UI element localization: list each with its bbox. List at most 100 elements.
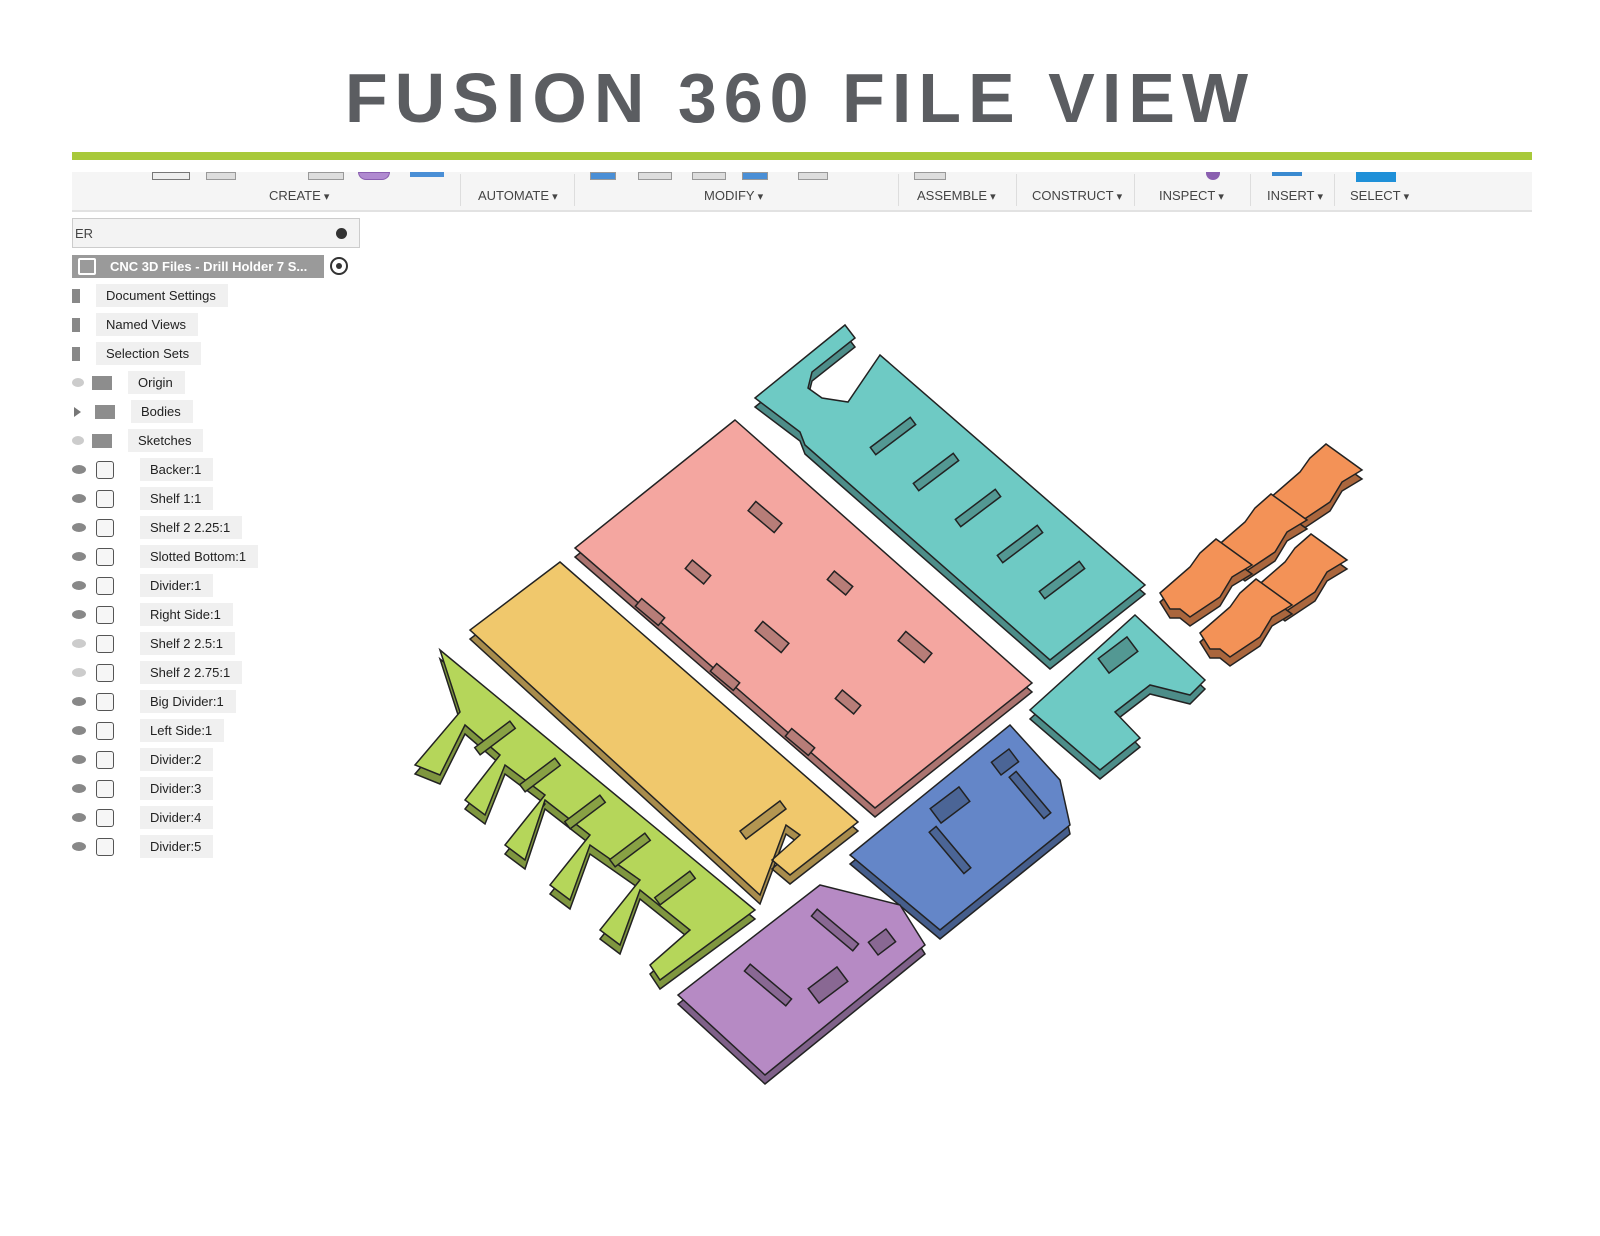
eye-icon[interactable]	[72, 697, 86, 706]
slot-cutout	[608, 832, 652, 868]
tree-item-body[interactable]: Right Side:1	[72, 600, 362, 629]
slot-cutout	[996, 524, 1044, 564]
slotted-bottom-part[interactable]	[573, 419, 1034, 818]
measure-icon[interactable]	[1206, 172, 1220, 180]
body-icon	[96, 750, 114, 769]
tree-item-label: Shelf 2 2.5:1	[140, 632, 235, 655]
combine-icon[interactable]	[798, 172, 828, 180]
toolbar-inspect[interactable]: INSPECT	[1159, 188, 1224, 203]
eye-icon[interactable]	[72, 465, 86, 474]
tree-item-label: Shelf 2 2.75:1	[140, 661, 243, 684]
toolbar-assemble[interactable]: ASSEMBLE	[917, 188, 996, 203]
pattern-icon[interactable]	[410, 172, 444, 177]
slot-cutout	[826, 570, 854, 596]
tree-item-body[interactable]: Slotted Bottom:1	[72, 542, 362, 571]
eye-icon[interactable]	[72, 610, 86, 619]
tree-item-body[interactable]: Divider:1	[72, 571, 362, 600]
divider-piece-5[interactable]	[1199, 578, 1294, 667]
tree-item-body[interactable]: Big Divider:1	[72, 687, 362, 716]
toolbar-create[interactable]: CREATE	[269, 188, 329, 203]
toolbar-construct[interactable]: CONSTRUCT	[1032, 188, 1122, 203]
tree-item-folder[interactable]: Bodies	[72, 397, 362, 426]
divider-piece-3[interactable]	[1159, 538, 1254, 627]
tree-item-body[interactable]: Backer:1	[72, 455, 362, 484]
tree-item-label: Backer:1	[140, 458, 214, 481]
slot-cutout	[1008, 770, 1052, 820]
eye-icon[interactable]	[72, 726, 86, 735]
tree-item-label: Origin	[128, 371, 185, 394]
slot-cutout	[1097, 635, 1139, 675]
extrude-icon[interactable]	[206, 172, 236, 180]
sketch-icon[interactable]	[152, 172, 190, 180]
slot-cutout	[897, 630, 933, 664]
body-icon	[96, 576, 114, 595]
tree-item-label: Sketches	[128, 429, 204, 452]
select-icon[interactable]	[1356, 172, 1396, 182]
tree-item-settings[interactable]: Document Settings	[72, 281, 362, 310]
3d-viewport[interactable]	[380, 300, 1380, 1100]
box-icon[interactable]	[308, 172, 344, 180]
eye-icon[interactable]	[72, 552, 86, 561]
slotted-bottom-part-face	[573, 419, 1034, 809]
right-side-part[interactable]	[848, 723, 1071, 940]
tree-item-settings[interactable]: Named Views	[72, 310, 362, 339]
tree-item-body[interactable]: Shelf 2 2.75:1	[72, 658, 362, 687]
tree-item-body[interactable]: Divider:2	[72, 745, 362, 774]
toolbar-insert[interactable]: INSERT	[1267, 188, 1323, 203]
collapse-icon[interactable]	[336, 228, 347, 239]
visibility-icon[interactable]	[72, 436, 84, 445]
insert-icon[interactable]	[1272, 172, 1302, 176]
tree-item-body[interactable]: Left Side:1	[72, 716, 362, 745]
eye-icon[interactable]	[72, 581, 86, 590]
tree-item-folder[interactable]: Sketches	[72, 426, 362, 455]
shell-icon[interactable]	[742, 172, 768, 180]
eye-icon[interactable]	[72, 842, 86, 851]
divider-part[interactable]	[1028, 613, 1207, 780]
browser-title: ER	[75, 226, 94, 241]
tree-item-body[interactable]: Shelf 2 2.25:1	[72, 513, 362, 542]
eye-icon[interactable]	[72, 494, 86, 503]
slot-cutout	[810, 908, 860, 952]
tree-item-body[interactable]: Shelf 2 2.5:1	[72, 629, 362, 658]
slot-cutout	[867, 927, 897, 957]
left-side-part[interactable]	[413, 647, 757, 991]
form-icon[interactable]	[358, 172, 390, 180]
toolbar-modify[interactable]: MODIFY	[704, 188, 763, 203]
slot-cutout	[754, 620, 790, 654]
press-pull-icon[interactable]	[590, 172, 616, 180]
root-component[interactable]: CNC 3D Files - Drill Holder 7 S...	[72, 254, 362, 278]
slot-cutout	[518, 757, 562, 793]
shelf-part[interactable]	[468, 561, 860, 906]
folder-icon	[92, 375, 112, 390]
tree-item-label: Slotted Bottom:1	[140, 545, 259, 568]
tree-item-body[interactable]: Shelf 1:1	[72, 484, 362, 513]
eye-icon[interactable]	[72, 523, 86, 532]
activate-radio-icon[interactable]	[330, 257, 348, 275]
folder-icon	[92, 433, 112, 448]
eye-icon[interactable]	[72, 755, 86, 764]
tree-item-body[interactable]: Divider:3	[72, 774, 362, 803]
eye-icon[interactable]	[72, 639, 86, 648]
slot-cutout	[954, 488, 1002, 528]
eye-icon[interactable]	[72, 668, 86, 677]
accent-line	[72, 152, 1532, 160]
slot-cutout	[912, 452, 960, 492]
chamfer-icon[interactable]	[692, 172, 726, 180]
eye-icon[interactable]	[72, 813, 86, 822]
slot-cutout	[784, 727, 816, 757]
toolbar-select[interactable]: SELECT	[1350, 188, 1409, 203]
expand-arrow-icon[interactable]	[74, 406, 81, 417]
tree-item-body[interactable]: Divider:4	[72, 803, 362, 832]
fillet-icon[interactable]	[638, 172, 672, 180]
tree-item-label: Shelf 2 2.25:1	[140, 516, 243, 539]
tree-item-settings[interactable]: Selection Sets	[72, 339, 362, 368]
visibility-icon[interactable]	[72, 378, 84, 387]
tree-item-body[interactable]: Divider:5	[72, 832, 362, 861]
backer-part[interactable]	[753, 323, 1147, 670]
joint-icon[interactable]	[914, 172, 946, 180]
toolbar-automate[interactable]: AUTOMATE	[478, 188, 558, 203]
tree-item-folder[interactable]: Origin	[72, 368, 362, 397]
browser-header: ER	[72, 218, 360, 248]
eye-icon[interactable]	[72, 784, 86, 793]
big-divider-part[interactable]	[676, 884, 926, 1085]
